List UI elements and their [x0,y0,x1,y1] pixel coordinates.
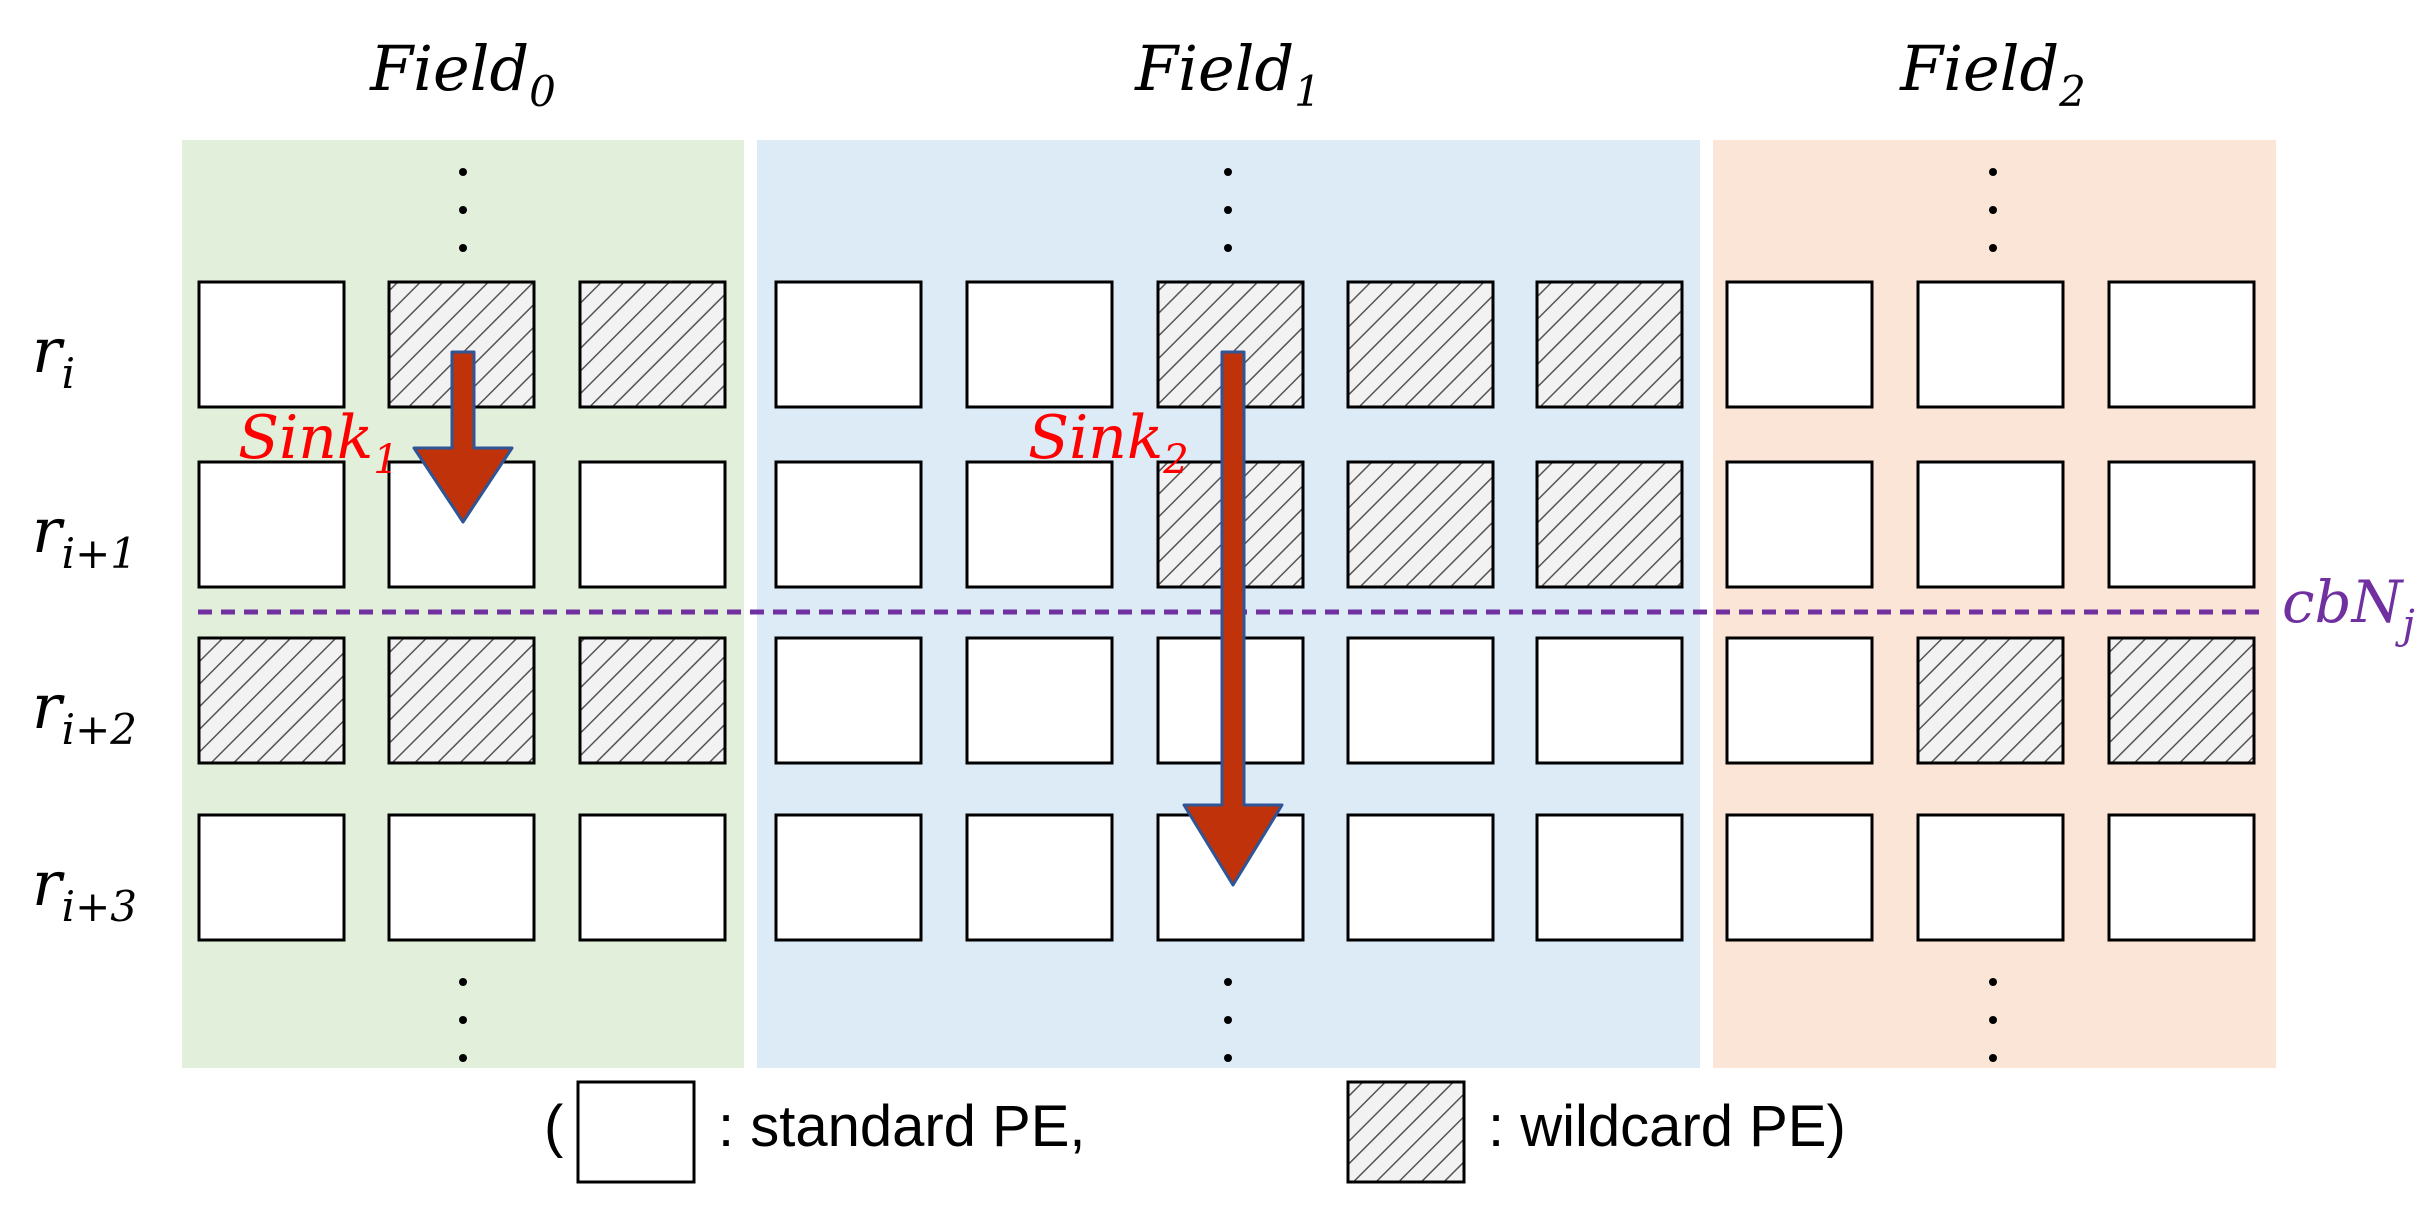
ellipsis-bottom-field-0 [459,978,467,1062]
standard-pe-r3-c2 [578,813,727,942]
standard-pe-r2-c7 [1535,636,1684,765]
wildcard-pe-r2-c10 [2107,636,2256,765]
legend-standard-text: : standard PE, [718,1094,1086,1159]
sink-2-label: Sink2 [1028,403,1189,483]
standard-pe-r3-c8 [1725,813,1874,942]
row-label-1: ri+1 [32,494,137,578]
ellipsis-bottom-field-2 [1989,978,1997,1062]
ellipsis-bottom-field-1 [1224,978,1232,1062]
wildcard-pe-r2-c0 [197,636,346,765]
field-2-title: Field2 [1899,32,2086,116]
standard-pe-r3-c4 [965,813,1114,942]
row-label-0: ri [32,314,75,398]
standard-pe-r0-c10 [2107,280,2256,409]
wildcard-pe-r1-c7 [1535,460,1684,589]
standard-pe-r3-c3 [774,813,923,942]
pe-grid [197,280,2256,942]
standard-pe-r0-c0 [197,280,346,409]
standard-pe-r3-c9 [1916,813,2065,942]
standard-pe-r1-c4 [965,460,1114,589]
wildcard-pe-r0-c6 [1346,280,1495,409]
sink-1-label: Sink1 [238,403,399,483]
sink-1-arrow [412,350,514,524]
standard-pe-r3-c6 [1346,813,1495,942]
standard-pe-r0-c4 [965,280,1114,409]
standard-pe-r0-c3 [774,280,923,409]
standard-pe-r0-c9 [1916,280,2065,409]
standard-pe-r1-c0 [197,460,346,589]
row-label-2: ri+2 [32,670,137,754]
sink-2-arrow [1182,350,1284,887]
standard-pe-r0-c8 [1725,280,1874,409]
standard-pe-r1-c2 [578,460,727,589]
standard-pe-r1-c10 [2107,460,2256,589]
wildcard-pe-r0-c7 [1535,280,1684,409]
wildcard-pe-r2-c9 [1916,636,2065,765]
legend-wildcard-swatch [1346,1080,1466,1184]
field-1-title: Field1 [1134,32,1321,116]
wildcard-pe-r2-c2 [578,636,727,765]
field-0-title: Field0 [369,32,556,116]
boundary-label: cbNj [2282,568,2415,648]
legend-open-paren: ( [544,1094,563,1159]
standard-pe-r2-c3 [774,636,923,765]
standard-pe-r3-c0 [197,813,346,942]
standard-pe-r2-c6 [1346,636,1495,765]
standard-pe-r1-c9 [1916,460,2065,589]
wildcard-pe-r0-c2 [578,280,727,409]
ellipsis-top-field-0 [459,168,467,252]
standard-pe-r2-c8 [1725,636,1874,765]
ellipsis-top-field-2 [1989,168,1997,252]
standard-pe-r2-c4 [965,636,1114,765]
ellipsis-top-field-1 [1224,168,1232,252]
standard-pe-r3-c7 [1535,813,1684,942]
row-label-3: ri+3 [32,847,137,931]
legend-wildcard-text: : wildcard PE) [1488,1094,1846,1159]
standard-pe-r1-c3 [774,460,923,589]
standard-pe-r3-c1 [387,813,536,942]
standard-pe-r3-c10 [2107,813,2256,942]
standard-pe-r1-c8 [1725,460,1874,589]
legend-standard-swatch [576,1080,696,1184]
wildcard-pe-r2-c1 [387,636,536,765]
wildcard-pe-r1-c6 [1346,460,1495,589]
